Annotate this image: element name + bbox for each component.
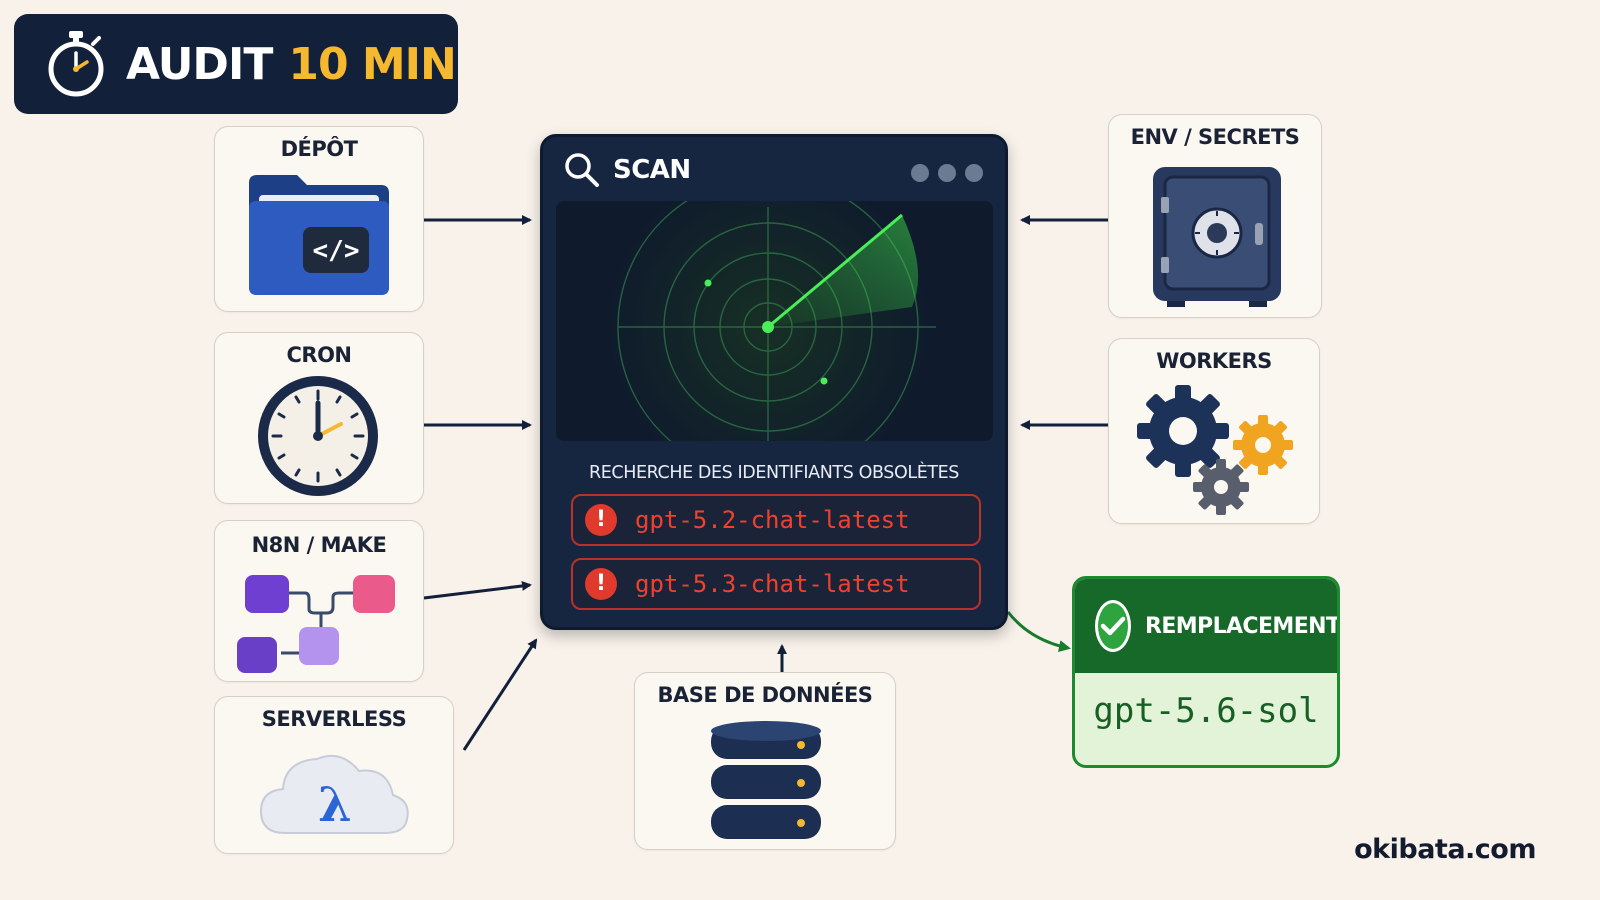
code-folder-icon: </> xyxy=(249,175,389,295)
title-highlight: 10 MIN xyxy=(288,38,457,90)
card-label-cron: CRON xyxy=(286,343,352,367)
alert-icon: ! xyxy=(585,568,617,600)
source-card-cron: CRON xyxy=(214,332,424,504)
arrow-n8n xyxy=(423,581,532,600)
site-watermark: okibata.com xyxy=(1354,834,1536,865)
replacement-title: REMPLACEMENT xyxy=(1145,613,1340,639)
obsolete-id-text: gpt-5.2-chat-latest xyxy=(635,506,910,534)
scan-results: RECHERCHE DES IDENTIFIANTS OBSOLÈTES ! g… xyxy=(543,447,1005,627)
source-card-env: ENV / SECRETS xyxy=(1108,114,1322,318)
card-label-env: ENV / SECRETS xyxy=(1130,125,1300,149)
gears-icon xyxy=(1137,385,1293,515)
clock-icon xyxy=(258,376,378,496)
scan-header: SCAN xyxy=(543,137,1005,203)
scan-title: SCAN xyxy=(613,155,691,185)
replacement-value: gpt-5.6-sol xyxy=(1093,691,1319,731)
radar-display xyxy=(556,201,993,441)
title-prefix: AUDIT xyxy=(126,38,273,90)
replacement-card: REMPLACEMENT gpt-5.6-sol xyxy=(1072,576,1340,768)
workflow-nodes-icon xyxy=(237,575,395,673)
svg-text:λ: λ xyxy=(318,777,352,833)
svg-text:</>: </> xyxy=(313,236,360,266)
stopwatch-icon xyxy=(48,31,104,97)
window-dot xyxy=(938,164,956,182)
card-label-database: BASE DE DONNÉES xyxy=(657,683,873,707)
alert-icon: ! xyxy=(585,504,617,536)
safe-icon xyxy=(1153,167,1281,307)
window-dot xyxy=(965,164,983,182)
window-controls xyxy=(911,164,983,182)
database-icon xyxy=(711,721,821,839)
arrow-replacement xyxy=(1006,611,1071,653)
scan-window: SCAN xyxy=(540,134,1008,630)
source-card-depot: DÉPÔT </> xyxy=(214,126,424,312)
obsolete-id-hit: ! gpt-5.3-chat-latest xyxy=(571,558,981,610)
source-card-n8n: N8N / MAKE xyxy=(214,520,424,682)
card-label-serverless: SERVERLESS xyxy=(261,707,407,731)
results-title: RECHERCHE DES IDENTIFIANTS OBSOLÈTES xyxy=(588,463,960,483)
audit-badge: AUDIT 10 MIN xyxy=(14,14,458,114)
source-card-serverless: SERVERLESS λ xyxy=(214,696,454,854)
obsolete-id-text: gpt-5.3-chat-latest xyxy=(635,570,910,598)
arrow-serverless xyxy=(462,638,538,751)
window-dot xyxy=(911,164,929,182)
card-label-depot: DÉPÔT xyxy=(280,137,358,161)
replacement-header: REMPLACEMENT xyxy=(1075,579,1337,673)
card-label-n8n: N8N / MAKE xyxy=(251,533,387,557)
card-label-workers: WORKERS xyxy=(1156,349,1272,373)
check-icon xyxy=(1095,600,1131,652)
page-title: AUDIT 10 MIN xyxy=(126,38,457,90)
lambda-cloud-icon: λ xyxy=(259,755,409,834)
source-card-database: BASE DE DONNÉES xyxy=(634,672,896,850)
search-icon xyxy=(565,153,599,187)
source-card-workers: WORKERS xyxy=(1108,338,1320,524)
obsolete-id-hit: ! gpt-5.2-chat-latest xyxy=(571,494,981,546)
radar-icon xyxy=(608,201,936,441)
